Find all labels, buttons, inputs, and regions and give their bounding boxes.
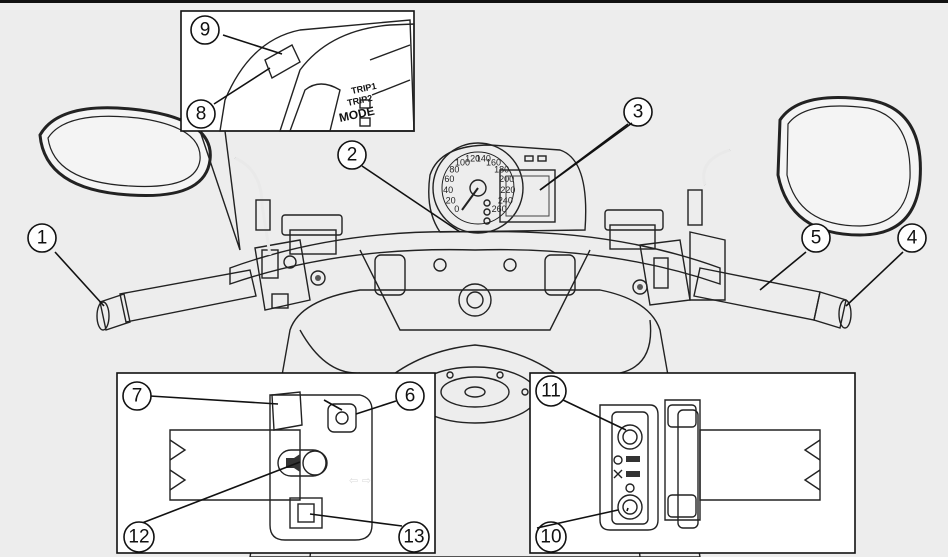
speedometer-tick-label: 140 bbox=[476, 154, 491, 164]
speedometer-tick-label: 40 bbox=[443, 185, 453, 195]
svg-text:11: 11 bbox=[541, 381, 561, 402]
button-6 bbox=[327, 403, 357, 433]
speedometer-tick-label: 160 bbox=[486, 157, 501, 167]
inset-switch-housing bbox=[279, 23, 415, 132]
callout-3: 3 bbox=[623, 97, 653, 127]
speedometer-tick-label: 20 bbox=[446, 195, 456, 205]
turn-arrows-icon: ⇦ ⇨ bbox=[349, 474, 371, 487]
leader-6 bbox=[355, 400, 397, 415]
speedometer-tick-label: 240 bbox=[498, 195, 513, 205]
right-control-assembly bbox=[604, 148, 731, 306]
lcd-display bbox=[499, 169, 556, 223]
leader-10 bbox=[536, 509, 619, 529]
inset-trip-mode: TRIP1 TRIP2 MODE bbox=[180, 10, 415, 251]
svg-text:8: 8 bbox=[196, 104, 207, 125]
left-control-assembly bbox=[234, 156, 343, 311]
svg-text:9: 9 bbox=[200, 20, 211, 41]
callout-1: 1 bbox=[27, 223, 57, 253]
callout-5: 5 bbox=[801, 223, 831, 253]
horn-button bbox=[277, 449, 327, 477]
speedometer-tick-label: 220 bbox=[500, 185, 515, 195]
handlebar bbox=[229, 230, 721, 285]
svg-text:10: 10 bbox=[540, 527, 561, 548]
svg-text:6: 6 bbox=[405, 386, 416, 407]
top-border bbox=[0, 0, 948, 3]
callout-13: 13 bbox=[398, 521, 430, 553]
svg-text:5: 5 bbox=[811, 228, 822, 249]
callout-8: 8 bbox=[186, 99, 216, 129]
right-grip bbox=[693, 267, 852, 329]
speedometer-tick-label: 60 bbox=[444, 174, 454, 184]
svg-text:7: 7 bbox=[132, 386, 143, 407]
speedometer-tick-label: 0 bbox=[454, 204, 459, 214]
inset-right-switch bbox=[529, 319, 856, 554]
left-grip bbox=[96, 269, 257, 331]
svg-text:13: 13 bbox=[403, 527, 424, 548]
callout-10: 10 bbox=[535, 521, 567, 553]
svg-text:12: 12 bbox=[128, 527, 149, 548]
callout-9: 9 bbox=[190, 15, 220, 45]
callout-6: 6 bbox=[395, 381, 425, 411]
button-10 bbox=[617, 494, 643, 520]
trip-button bbox=[264, 44, 301, 80]
right-mirror bbox=[776, 96, 922, 237]
triple-clamp bbox=[359, 249, 591, 331]
speedometer-tick-label: 200 bbox=[499, 174, 514, 184]
right-switch-body bbox=[599, 404, 659, 531]
svg-text:1: 1 bbox=[37, 228, 48, 249]
callout-2: 2 bbox=[337, 140, 367, 170]
button-11 bbox=[617, 424, 643, 450]
speedometer-tick-label: 100 bbox=[455, 157, 470, 167]
inset-left-switch: ⇦ ⇨ bbox=[116, 329, 436, 554]
svg-text:4: 4 bbox=[907, 228, 918, 249]
callout-12: 12 bbox=[123, 521, 155, 553]
svg-text:3: 3 bbox=[633, 102, 644, 123]
speedometer-tick-label: 260 bbox=[492, 204, 507, 214]
svg-text:2: 2 bbox=[347, 145, 358, 166]
callout-11: 11 bbox=[535, 375, 567, 407]
speedometer-tick-label: 80 bbox=[449, 165, 459, 175]
leader-3-extra bbox=[539, 122, 633, 191]
light-switch bbox=[271, 391, 303, 431]
left-switch-body bbox=[269, 394, 373, 541]
callout-7: 7 bbox=[122, 381, 152, 411]
speedometer bbox=[432, 142, 524, 234]
turn-signal-switch bbox=[289, 497, 323, 529]
callout-4: 4 bbox=[897, 223, 927, 253]
speedometer-tick-label: 120 bbox=[465, 154, 480, 164]
